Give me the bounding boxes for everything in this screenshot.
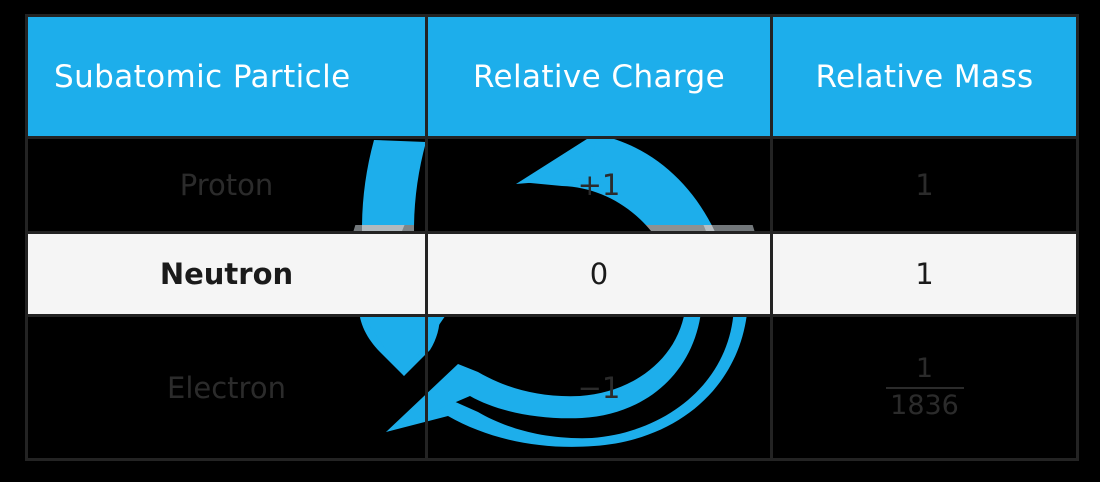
column-header-mass: Relative Mass [770,14,1079,139]
column-header-mass-label: Relative Mass [815,58,1034,95]
cell-proton-particle: Proton [25,136,428,234]
table-row-neutron: Neutron 0 1 [25,231,1079,317]
proton-particle-label: Proton [179,168,274,202]
neutron-charge-value: 0 [589,257,609,291]
table-container: Subatomic Particle Relative Charge Relat… [25,14,1079,461]
cell-neutron-particle: Neutron [25,231,428,317]
cell-electron-particle: Electron [25,314,428,461]
electron-particle-label: Electron [167,370,286,405]
cell-neutron-charge: 0 [425,231,773,317]
column-header-charge: Relative Charge [425,14,773,139]
proton-charge-value: +1 [577,168,621,202]
electron-charge-value: −1 [577,370,621,405]
table-row-electron: Electron −1 1 1836 [25,314,1079,461]
neutron-particle-label: Neutron [159,257,294,291]
electron-mass-numerator: 1 [915,352,934,384]
electron-mass-fraction: 1 1836 [884,352,965,421]
cell-proton-charge: +1 [425,136,773,234]
cell-electron-charge: −1 [425,314,773,461]
table-row-proton: Proton +1 1 [25,136,1079,234]
cell-neutron-mass: 1 [770,231,1079,317]
table-header: Subatomic Particle Relative Charge Relat… [25,14,1079,139]
electron-mass-denominator: 1836 [890,390,959,421]
column-header-particle-label: Subatomic Particle [54,58,351,95]
column-header-charge-label: Relative Charge [472,58,726,95]
cell-proton-mass: 1 [770,136,1079,234]
fraction-bar [885,387,964,389]
neutron-mass-value: 1 [915,257,934,291]
proton-mass-value: 1 [915,168,934,202]
table-body: Proton +1 1 Neutron 0 [25,136,1079,461]
cell-electron-mass: 1 1836 [770,314,1079,461]
header-row: Subatomic Particle Relative Charge Relat… [25,14,1079,139]
column-header-particle: Subatomic Particle [25,14,428,139]
subatomic-particles-table: Subatomic Particle Relative Charge Relat… [25,14,1079,461]
